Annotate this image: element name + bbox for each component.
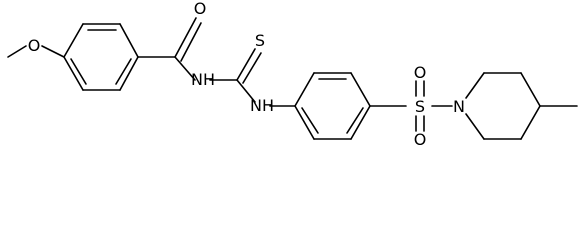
- bond-cs-2: [242, 52, 262, 84]
- bonds: [7, 17, 578, 140]
- atom-labels: O O NH S NH S O O N: [28, 0, 465, 149]
- atom-o-sulfonyl-top: O: [414, 63, 427, 82]
- bond-pip-f: [465, 113, 485, 140]
- atom-o-carbonyl: O: [194, 0, 207, 18]
- atom-s-thio: S: [255, 31, 265, 50]
- bond-methyl-o: [7, 45, 27, 58]
- bond-pip-a: [465, 72, 485, 99]
- bond-ring1-a: [63, 23, 84, 58]
- bond-ring2-inner-3: [301, 107, 319, 134]
- atom-o-methoxy: O: [28, 36, 41, 55]
- bond-co-2: [180, 22, 202, 62]
- atom-n-aniline: NH: [250, 96, 274, 115]
- bond-cs-1: [236, 48, 256, 81]
- bond-pip-c: [520, 72, 541, 107]
- atom-n-piperidine: N: [453, 97, 465, 116]
- bond-o-ring1: [41, 45, 65, 58]
- atom-s-sulfonyl: S: [415, 97, 425, 116]
- bond-ring2-d: [350, 105, 371, 140]
- bond-ring2-a: [294, 72, 315, 107]
- bond-thio-nh2: [236, 79, 256, 103]
- structure-diagram: O O NH S NH S O O N: [7, 0, 578, 149]
- bond-ring1-c: [119, 23, 139, 58]
- bond-ring1-f: [63, 56, 84, 91]
- bond-ring1-d: [119, 56, 139, 91]
- atom-o-sulfonyl-bottom: O: [414, 130, 427, 149]
- bond-pip-d: [520, 105, 541, 140]
- bond-ring2-c: [350, 72, 371, 107]
- bond-carbonyl-nh: [174, 56, 196, 81]
- atom-n-amide: NH: [191, 70, 215, 89]
- bond-co-1: [174, 17, 197, 58]
- bond-ring1-inner-2: [115, 58, 132, 85]
- bond-ring2-inner-2: [346, 107, 364, 134]
- bond-ring2-f: [294, 105, 315, 140]
- bond-ring1-inner-3: [70, 58, 87, 85]
